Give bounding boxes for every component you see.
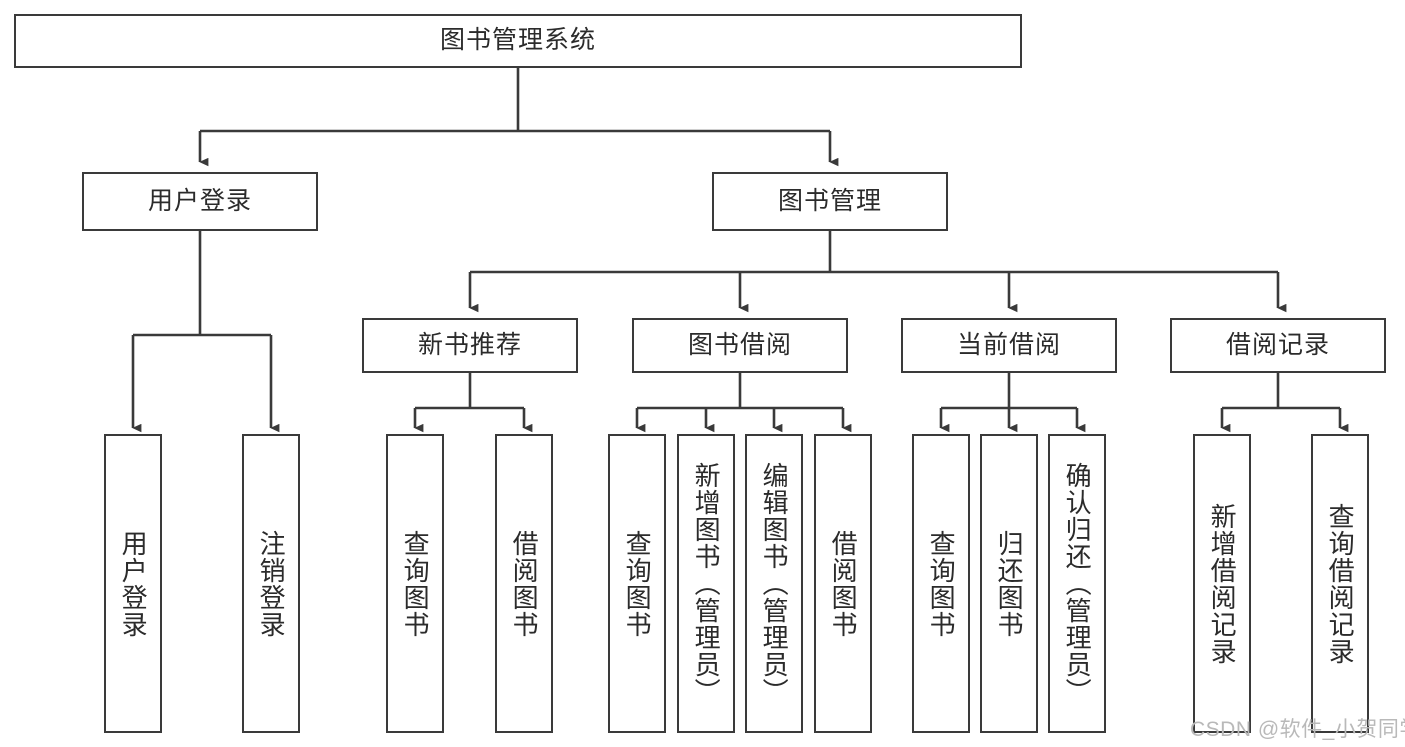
node-label: 归还图书 [994, 529, 1025, 638]
node-user-login[interactable]: 用户登录 [82, 172, 318, 231]
node-book-borrow[interactable]: 图书借阅 [632, 318, 848, 373]
node-borrow-record[interactable]: 借阅记录 [1170, 318, 1386, 373]
node-label: 查询借阅记录 [1325, 502, 1356, 665]
node-leaf-query-book-recommend[interactable]: 查询图书 [386, 434, 444, 733]
node-leaf-logout[interactable]: 注销登录 [242, 434, 300, 733]
node-leaf-query-book-current[interactable]: 查询图书 [912, 434, 970, 733]
node-label: 借阅记录 [1225, 330, 1330, 359]
node-label: 借阅图书 [828, 529, 859, 638]
node-leaf-query-borrow-record[interactable]: 查询借阅记录 [1311, 434, 1369, 733]
node-leaf-add-borrow-record[interactable]: 新增借阅记录 [1193, 434, 1251, 733]
node-leaf-confirm-return[interactable]: 确认归还（管理员） [1048, 434, 1106, 733]
node-label: 新增借阅记录 [1207, 502, 1238, 665]
node-label: 查询图书 [400, 529, 431, 638]
node-label: 图书借阅 [687, 330, 792, 359]
node-label: 确认归还（管理员） [1062, 462, 1093, 705]
node-leaf-add-book[interactable]: 新增图书（管理员） [677, 434, 735, 733]
node-leaf-edit-book[interactable]: 编辑图书（管理员） [745, 434, 803, 733]
node-label: 编辑图书（管理员） [759, 462, 790, 705]
node-label: 新书推荐 [417, 330, 522, 359]
node-leaf-query-book-borrow[interactable]: 查询图书 [608, 434, 666, 733]
node-current-borrow[interactable]: 当前借阅 [901, 318, 1117, 373]
node-label: 图书管理系统 [439, 26, 596, 55]
node-leaf-borrow-book[interactable]: 借阅图书 [814, 434, 872, 733]
node-label: 用户登录 [147, 186, 252, 215]
node-label: 注销登录 [256, 529, 287, 638]
node-book-management[interactable]: 图书管理 [712, 172, 948, 231]
node-label: 当前借阅 [956, 330, 1061, 359]
node-leaf-return-book[interactable]: 归还图书 [980, 434, 1038, 733]
node-label: 用户登录 [118, 529, 149, 638]
node-label: 查询图书 [926, 529, 957, 638]
node-leaf-borrow-book-recommend[interactable]: 借阅图书 [495, 434, 553, 733]
node-label: 查询图书 [622, 529, 653, 638]
node-new-book-recommend[interactable]: 新书推荐 [362, 318, 578, 373]
watermark-text: CSDN @软件_小贺同学 [1190, 718, 1405, 741]
node-leaf-user-login[interactable]: 用户登录 [104, 434, 162, 733]
node-label: 新增图书（管理员） [691, 462, 722, 705]
node-label: 图书管理 [777, 186, 882, 215]
node-system-root[interactable]: 图书管理系统 [14, 14, 1022, 68]
node-label: 借阅图书 [509, 529, 540, 638]
